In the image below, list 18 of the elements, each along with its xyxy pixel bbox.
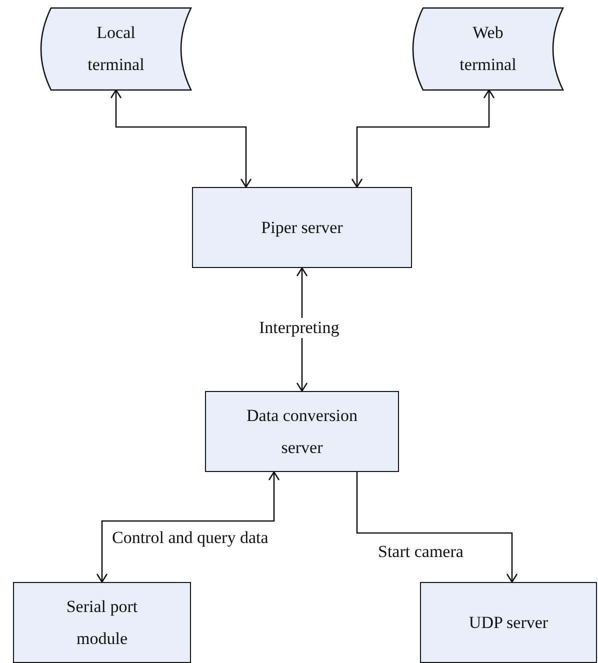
terminal-shape (41, 8, 191, 90)
node-label: UDP server (468, 612, 550, 634)
terminal-shape (413, 8, 563, 90)
node-label: Data conversion server (246, 404, 358, 458)
connector-arrow (351, 89, 495, 188)
process-box (13, 582, 191, 663)
edge-label: Interpreting (257, 318, 342, 338)
node-label: Piper server (260, 216, 344, 239)
process-box (205, 391, 399, 472)
node-label: Serial port module (65, 596, 139, 650)
node-label: Web terminal (458, 22, 518, 76)
connector-arrow (110, 89, 252, 188)
node-label: Local terminal (86, 22, 146, 76)
connector-arrow (96, 471, 280, 583)
edge-label: Control and query data (110, 528, 270, 548)
process-box (420, 582, 597, 663)
connector-arrow (356, 472, 518, 583)
process-box (192, 187, 412, 268)
